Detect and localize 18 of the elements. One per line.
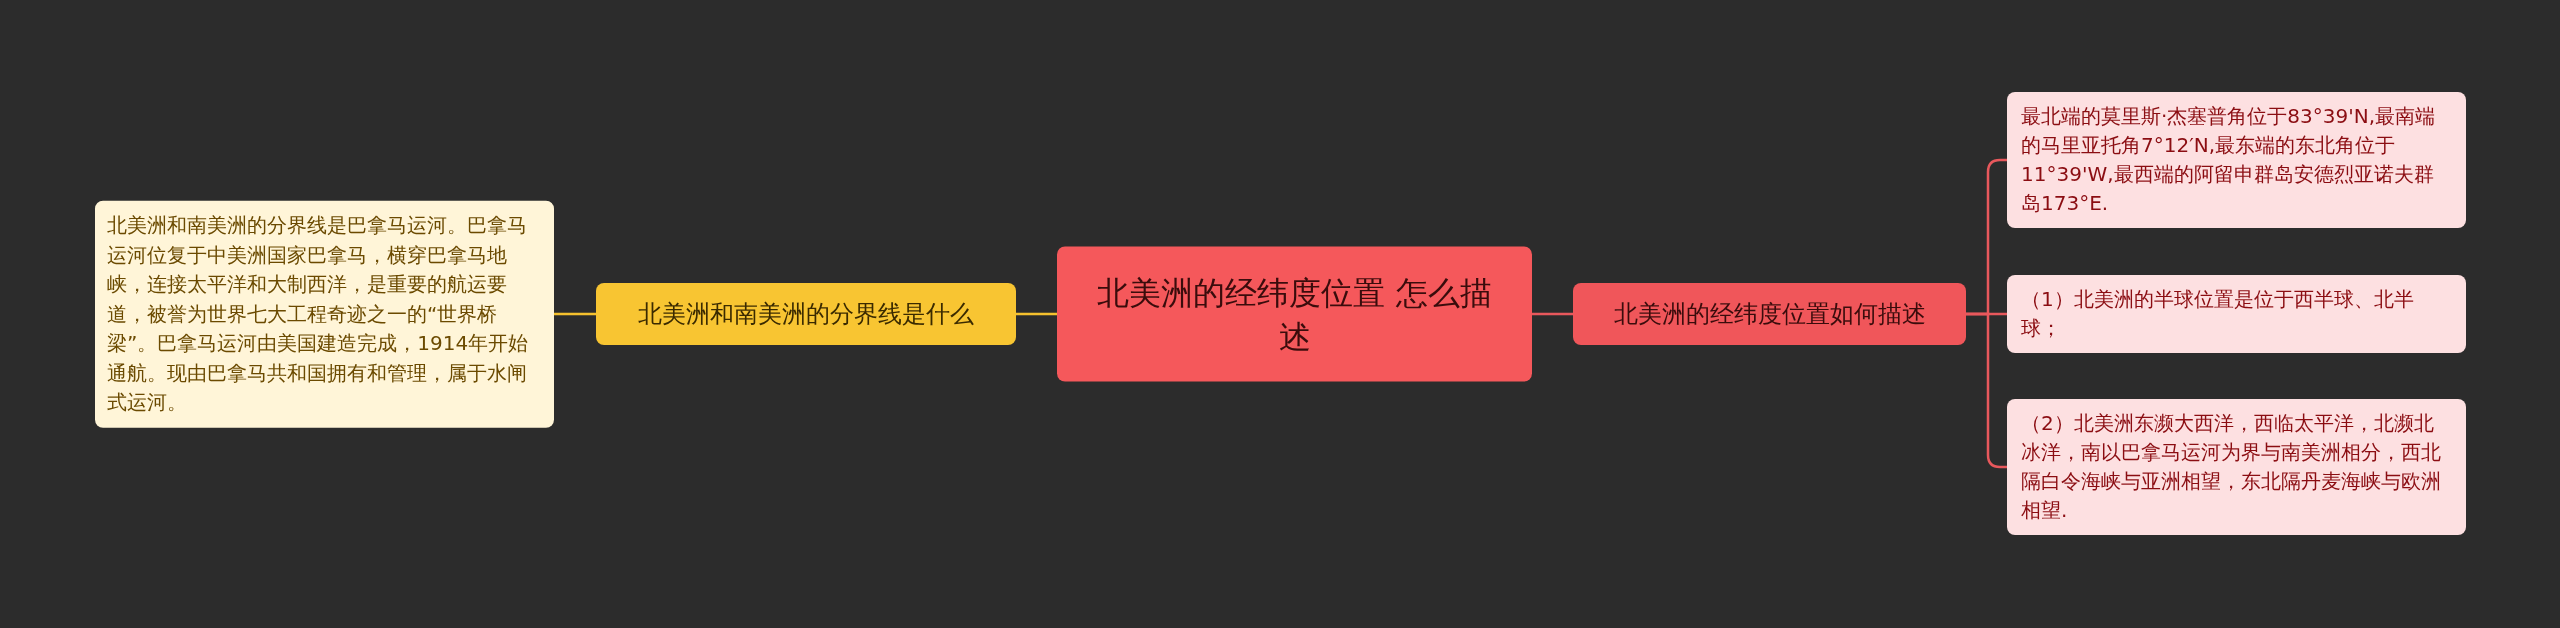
topic-box xyxy=(1057,246,1532,382)
node-text: （2）北美洲东濒大西洋，西临太平洋，北濒北冰洋，南以巴拿马运河为界与南美洲相分，西北隔白令海峡与亚洲相望，东北隔丹麦海峡与欧洲相望. xyxy=(2021,410,2442,524)
connector-line xyxy=(1532,312,1573,316)
note-box xyxy=(2007,399,2466,535)
node-text: 北美洲和南美洲的分界线是巴拿马运河。巴拿马运河位复于中美洲国家巴拿马，横穿巴拿马地峡，连接太平洋和大制西洋，是重要的航运要道，被誉为世界七大工程奇迹之一的“世界桥梁”。巴拿马运河由美国建造完成，1914年开始通航。现由巴拿马共和国拥有和管理，属于水闸式运河。 xyxy=(107,211,530,416)
branch-box xyxy=(596,283,1016,345)
branch-box xyxy=(1573,283,1966,345)
node-text: 北美洲的经纬度位置 怎么描述 xyxy=(1097,272,1492,357)
connector-line xyxy=(1966,312,2007,469)
connector-line xyxy=(1016,312,1057,316)
note-box xyxy=(2007,275,2466,353)
note-box xyxy=(95,200,554,428)
node-text: 北美洲的经纬度位置如何描述 xyxy=(1612,299,1927,330)
node-text: 最北端的莫里斯·杰塞普角位于83°39'N,最南端的马里亚托角7°12′N,最东端的东北角位于11°39'W,最西端的阿留申群岛安德烈亚诺夫群岛173°E. xyxy=(2021,103,2437,217)
note-box xyxy=(2007,92,2466,228)
connector-line xyxy=(554,312,596,316)
node-text: （1）北美洲的半球位置是位于西半球、北半球； xyxy=(2021,286,2415,342)
node-text: 北美洲和南美洲的分界线是什么 xyxy=(637,299,975,330)
